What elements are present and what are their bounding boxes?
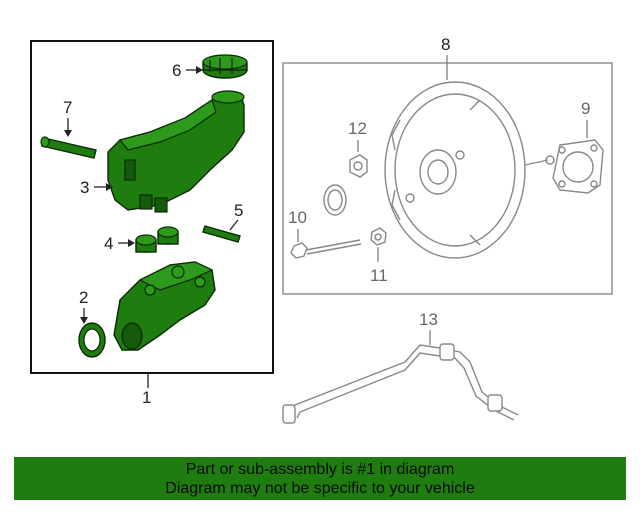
callout-4: 4 (104, 234, 113, 253)
parts-diagram: 1 6 3 7 4 5 (30, 35, 613, 424)
callout-7: 7 (63, 98, 72, 117)
brake-booster-part (384, 81, 555, 259)
banner-line-1: Part or sub-assembly is #1 in diagram (185, 461, 455, 478)
gasket-part (552, 139, 604, 194)
callout-12: 12 (348, 119, 367, 138)
callout-13: 13 (419, 310, 438, 329)
master-cylinder-part (113, 261, 216, 351)
callout-1: 1 (142, 388, 151, 407)
nut-12-part (349, 154, 368, 178)
callout-11: 11 (370, 266, 388, 285)
callout-3: 3 (80, 178, 89, 197)
callout-8: 8 (441, 35, 450, 54)
callout-6: 6 (172, 61, 181, 80)
vacuum-hose-part (282, 343, 519, 424)
pin-5-part (202, 225, 241, 243)
banner-line-2: Diagram may not be specific to your vehi… (165, 480, 475, 497)
bolt-10-part (290, 239, 362, 259)
callout-10: 10 (288, 208, 307, 227)
callout-2: 2 (79, 288, 88, 307)
reservoir-part (107, 90, 245, 213)
assembly-1-box (30, 40, 274, 374)
grommets-part (135, 226, 179, 253)
reservoir-cap-part (202, 54, 248, 79)
nut-11-part (370, 227, 387, 246)
info-banner: Part or sub-assembly is #1 in diagram Di… (14, 457, 626, 500)
pin-part (40, 136, 97, 159)
seal-part (78, 322, 106, 358)
callout-9: 9 (581, 99, 590, 118)
o-ring-part (323, 184, 347, 216)
callout-5: 5 (234, 201, 243, 220)
